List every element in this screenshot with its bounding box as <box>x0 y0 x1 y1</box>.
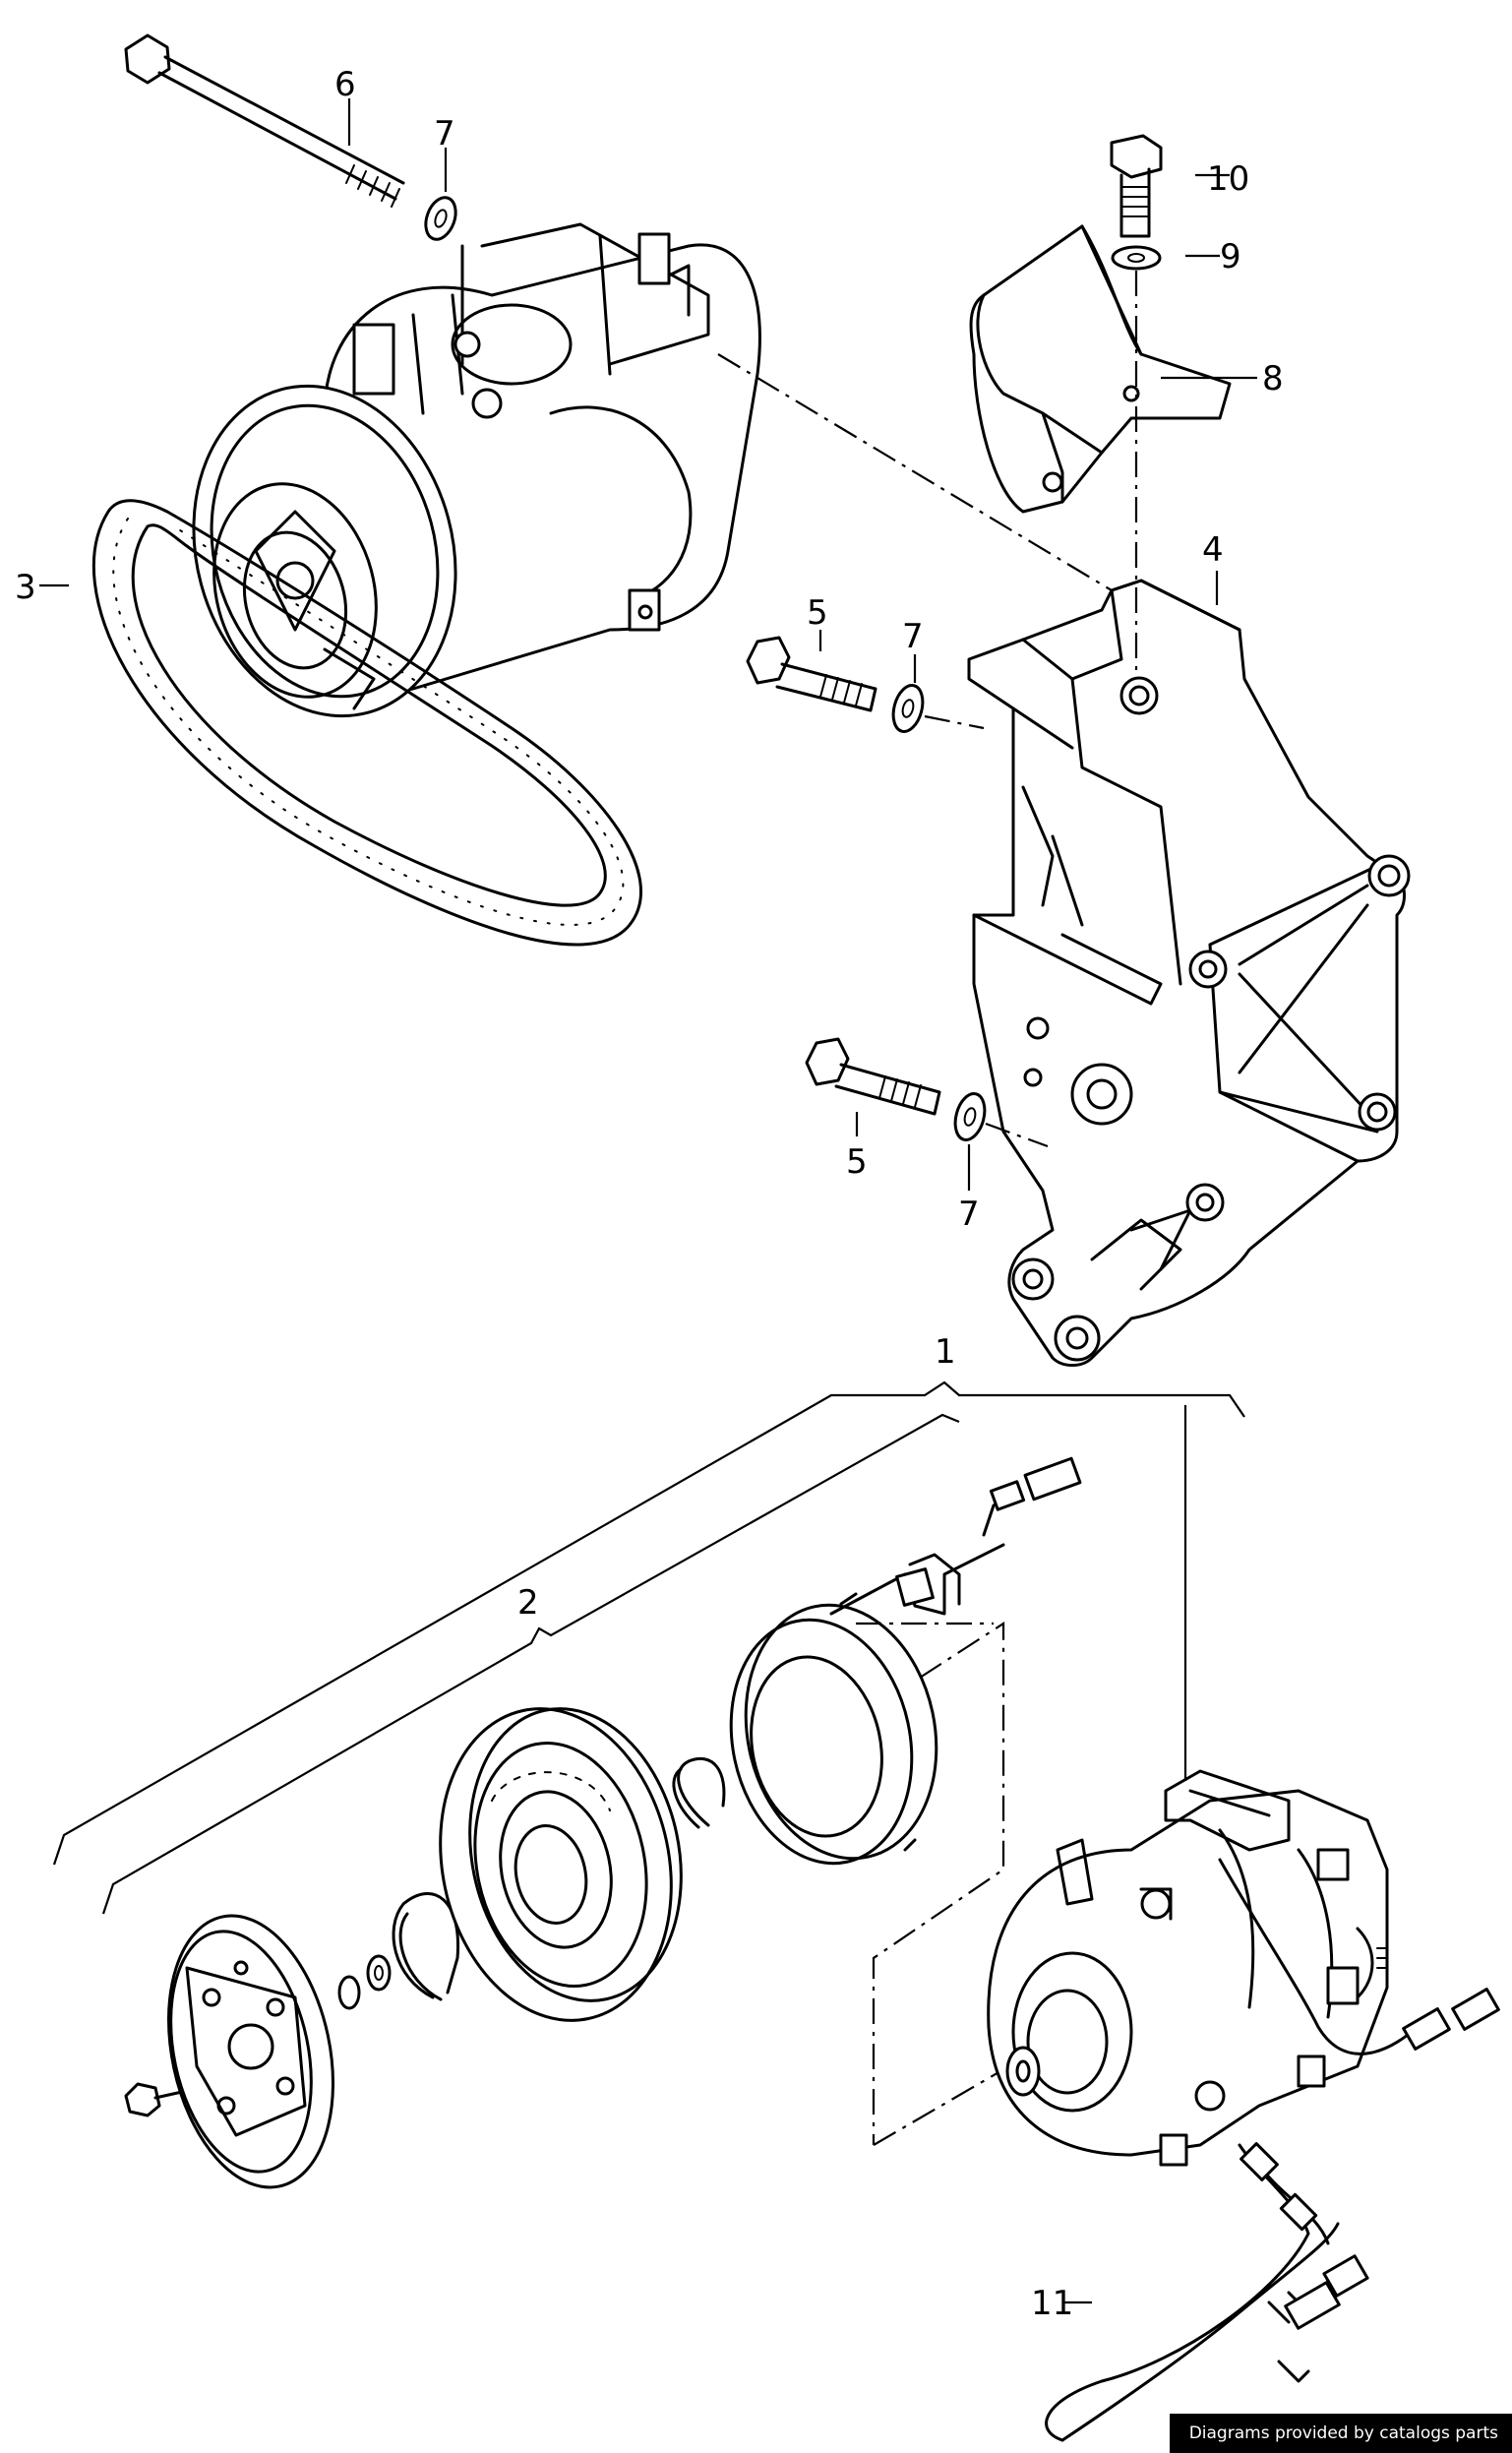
callout-6: 6 <box>334 65 356 104</box>
callout-3: 3 <box>15 568 36 607</box>
callout-4: 4 <box>1202 530 1224 570</box>
washer-lower[interactable] <box>950 1090 989 1143</box>
bolt-top-right[interactable] <box>1110 134 1163 238</box>
clutch-hub-plate[interactable] <box>146 1900 357 2202</box>
heat-shield[interactable] <box>969 224 1232 514</box>
ac-compressor-bottom[interactable] <box>987 1769 1389 2167</box>
washer-top[interactable] <box>420 194 460 244</box>
callout-8: 8 <box>1262 359 1284 399</box>
v-belt[interactable] <box>91 499 642 947</box>
ac-compressor-top[interactable] <box>157 222 761 746</box>
coil-wire-connector[interactable] <box>829 1456 1082 1616</box>
callout-7-lower: 7 <box>958 1195 980 1234</box>
callout-9: 9 <box>1220 237 1241 276</box>
bolt-5-upper[interactable] <box>746 636 877 712</box>
callout-5-upper: 5 <box>807 593 828 633</box>
callout-11: 11 <box>1031 2284 1073 2323</box>
washer-middle[interactable] <box>888 682 927 735</box>
snap-ring-front[interactable] <box>392 1892 460 2001</box>
snap-ring-rear[interactable] <box>672 1756 726 1829</box>
callout-1: 1 <box>935 1332 956 1372</box>
callout-7-top: 7 <box>434 114 455 153</box>
callout-5-lower: 5 <box>846 1142 868 1182</box>
callout-7-middle: 7 <box>902 617 924 656</box>
callout-10: 10 <box>1207 159 1249 199</box>
callout-2: 2 <box>517 1583 539 1623</box>
hub-bolt[interactable] <box>124 2082 184 2117</box>
washer-top-right[interactable] <box>1111 245 1162 271</box>
credit-label: Diagrams provided by catalogs parts <box>1169 2414 1512 2453</box>
magnetic-coil[interactable] <box>709 1587 959 1880</box>
mounting-bracket[interactable] <box>967 579 1411 1367</box>
compressor-wire-connector[interactable] <box>1218 1858 1500 2055</box>
clutch-pulley[interactable] <box>412 1687 707 2043</box>
bolt-5-lower[interactable] <box>805 1037 941 1116</box>
long-bolt[interactable] <box>124 33 405 208</box>
pressure-switch-harness[interactable] <box>1045 2142 1369 2442</box>
shim-washers[interactable] <box>337 1954 392 2010</box>
